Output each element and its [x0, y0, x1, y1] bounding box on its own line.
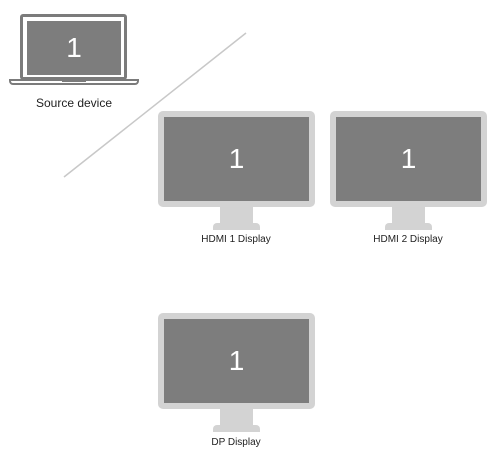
- dp-display-caption: DP Display: [211, 437, 261, 448]
- source-screen-number: 1: [66, 32, 82, 63]
- monitor-screen: 1: [164, 319, 309, 403]
- dp-display: 1: [158, 313, 315, 438]
- monitor-stand-neck: [220, 207, 253, 223]
- hdmi-1-display: 1: [158, 111, 315, 236]
- monitor-stand-neck: [220, 409, 253, 425]
- monitor-stand-foot: [385, 223, 432, 230]
- monitor-stand-foot: [213, 425, 260, 432]
- monitor-screen: 1: [336, 117, 481, 201]
- monitor-screen: 1: [164, 117, 309, 201]
- laptop-notch: [62, 79, 86, 82]
- dp-screen-number: 1: [228, 345, 245, 376]
- hdmi-2-screen-number: 1: [400, 143, 417, 174]
- hdmi-1-screen-number: 1: [228, 143, 245, 174]
- hdmi-2-display: 1: [330, 111, 487, 236]
- laptop-screen: 1: [27, 21, 121, 75]
- hdmi-1-display-caption: HDMI 1 Display: [201, 234, 271, 245]
- monitor-stand-foot: [213, 223, 260, 230]
- monitor-stand-neck: [392, 207, 425, 223]
- source-device-caption: Source device: [35, 96, 113, 110]
- hdmi-2-display-caption: HDMI 2 Display: [373, 234, 443, 245]
